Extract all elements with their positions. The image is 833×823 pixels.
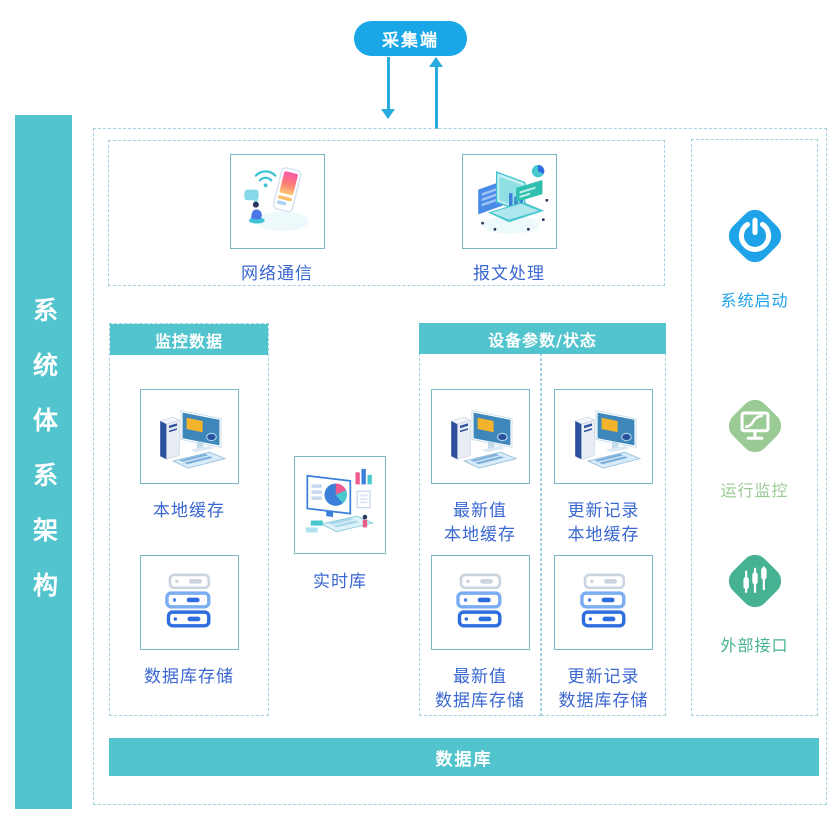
local-cache-card: 本地缓存 — [110, 389, 268, 524]
card-label: 更新记录 本地缓存 — [567, 501, 640, 545]
run-monitor-item: 运行监控 — [692, 392, 817, 501]
latest-db-storage-card: 最新值 数据库存储 — [420, 555, 540, 714]
sidebar-title-banner: 系统体系架构 — [15, 115, 72, 809]
card-label: 最新值 数据库存储 — [435, 667, 525, 711]
db-storage-card: 数据库存储 — [110, 555, 268, 690]
card-label: 数据库存储 — [144, 667, 234, 687]
device-update-column: 更新记录 本地缓存 更新记录 数据库存储 — [541, 323, 666, 716]
up-arrow-icon — [429, 57, 443, 129]
right-rail-section: 系统启动 运行监控 — [691, 139, 818, 716]
network-communication-card: 网络通信 — [207, 154, 347, 287]
card-label: 实时库 — [313, 572, 367, 592]
external-interface-item: 外部接口 — [692, 547, 817, 656]
card-label: 报文处理 — [473, 264, 545, 284]
collector-node: 采集端 — [354, 21, 467, 56]
card-label: 最新值 本地缓存 — [444, 501, 516, 545]
realtime-db-card: 实时库 — [294, 456, 386, 595]
realtime-dashboard-illustration — [294, 456, 386, 554]
power-icon — [721, 202, 789, 270]
server-stack-illustration — [430, 555, 530, 650]
database-bar: 数据库 — [109, 738, 819, 776]
monitor-data-section: 监控数据 — [109, 323, 269, 716]
communication-section: 网络通信 — [108, 140, 665, 286]
rail-label: 系统启动 — [720, 291, 789, 310]
device-params-section: 最新值 本地缓存 最新值 数据库存储 — [419, 323, 666, 716]
card-label: 网络通信 — [241, 264, 313, 284]
rail-label: 运行监控 — [720, 481, 789, 500]
server-stack-illustration — [139, 555, 239, 650]
server-stack-illustration — [554, 555, 653, 650]
page-title: 系统体系架构 — [29, 297, 59, 627]
computer-illustration — [139, 389, 239, 484]
down-arrow-icon — [381, 57, 395, 119]
card-label: 本地缓存 — [153, 501, 225, 521]
message-processing-card: 报文处理 — [439, 154, 579, 287]
main-frame: 网络通信 — [93, 128, 827, 805]
message-processing-illustration — [461, 154, 557, 249]
computer-illustration — [554, 389, 653, 484]
sliders-icon — [721, 547, 789, 615]
update-db-storage-card: 更新记录 数据库存储 — [542, 555, 665, 714]
rail-label: 外部接口 — [720, 636, 789, 655]
latest-local-cache-card: 最新值 本地缓存 — [420, 389, 540, 548]
section-header: 设备参数/状态 — [419, 323, 666, 354]
monitor-chart-icon — [721, 392, 789, 460]
device-latest-column: 最新值 本地缓存 最新值 数据库存储 — [419, 323, 541, 716]
section-header: 监控数据 — [110, 324, 268, 355]
system-start-item: 系统启动 — [692, 202, 817, 311]
network-communication-illustration — [229, 154, 325, 249]
card-label: 更新记录 数据库存储 — [558, 667, 649, 711]
computer-illustration — [430, 389, 530, 484]
update-local-cache-card: 更新记录 本地缓存 — [542, 389, 665, 548]
